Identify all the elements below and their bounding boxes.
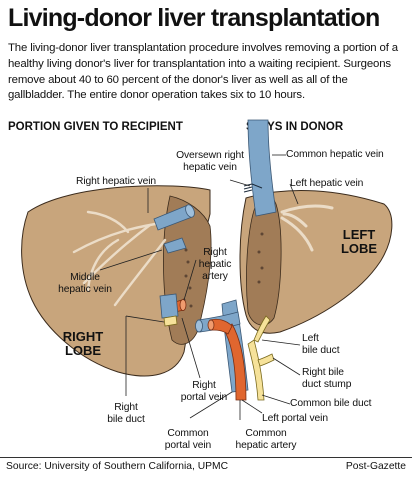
right-lobe-shape bbox=[21, 185, 211, 377]
label-right-bile-duct: Right bile duct bbox=[107, 402, 145, 425]
label-common-hepatic-vein: Common hepatic vein bbox=[286, 149, 384, 160]
section-heading-recipient: PORTION GIVEN TO RECIPIENT bbox=[8, 121, 183, 133]
label-left-hepatic-vein: Left hepatic vein bbox=[290, 178, 364, 189]
label-common-portal-vein: Common portal vein bbox=[164, 428, 212, 451]
footer-credit: Post-Gazette bbox=[345, 461, 406, 472]
right-lobe-graft bbox=[21, 185, 212, 377]
left-lobe-remaining bbox=[195, 119, 393, 401]
label-right-lobe: RIGHT LOBE bbox=[62, 329, 104, 358]
footer-divider bbox=[0, 457, 412, 458]
label-right-bile-duct-stump: Right bile duct stump bbox=[302, 367, 352, 390]
common-bile-duct-shape bbox=[247, 339, 265, 401]
intro-paragraph: The living-donor liver transplantation p… bbox=[8, 42, 398, 102]
page-title: Living-donor liver transplantation bbox=[8, 4, 380, 32]
section-heading-donor: STAYS IN DONOR bbox=[246, 121, 344, 133]
label-right-hepatic-vein: Right hepatic vein bbox=[76, 176, 157, 187]
label-right-portal-vein: Right portal vein bbox=[180, 380, 228, 403]
common-hepatic-artery-shape bbox=[223, 323, 247, 401]
label-common-hepatic-artery: Common hepatic artery bbox=[235, 428, 297, 451]
label-left-bile-duct: Left bile duct bbox=[302, 333, 340, 356]
label-middle-hepatic-vein: Middle hepatic vein bbox=[58, 272, 112, 295]
label-oversewn-right-hepatic-vein: Oversewn right hepatic vein bbox=[176, 150, 244, 173]
label-common-bile-duct: Common bile duct bbox=[290, 398, 372, 409]
label-left-lobe: LEFT LOBE bbox=[340, 227, 378, 256]
label-left-portal-vein: Left portal vein bbox=[262, 413, 328, 424]
label-right-hepatic-artery: Right hepatic artery bbox=[198, 247, 232, 282]
footer-source: Source: University of Southern Californi… bbox=[6, 461, 229, 472]
common-hepatic-vein-shape bbox=[247, 119, 277, 217]
